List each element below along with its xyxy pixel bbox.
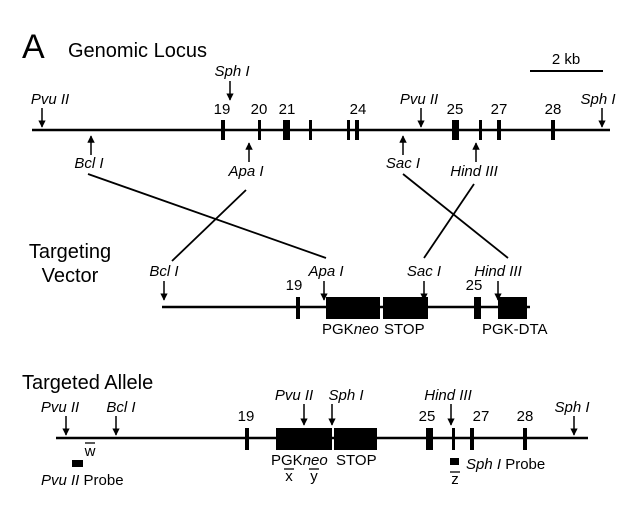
genomic-exons	[221, 120, 555, 140]
pvu-probe-block	[72, 460, 83, 467]
allele-neo-cassette	[276, 428, 332, 450]
marker-x: x	[285, 468, 293, 485]
crossover-sac-hind	[402, 173, 509, 259]
allele-exon-25-label: 25	[419, 408, 436, 425]
site-apa-i-label: Apa I	[227, 163, 263, 180]
allele-site-hind-label: Hind III	[424, 387, 472, 404]
allele-neo-label: PGKneo	[271, 452, 328, 469]
site-sac-i-label: Sac I	[386, 155, 420, 172]
vector-neo-label: PGKneo	[322, 321, 379, 338]
exon-28-label: 28	[545, 101, 562, 118]
vector-exon-25-label: 25	[466, 277, 483, 294]
marker-z: z	[451, 471, 459, 488]
exon-25-label: 25	[447, 101, 464, 118]
site-pvu-ii-2-label: Pvu II	[400, 91, 438, 108]
vector-title-line1: Targeting	[29, 241, 111, 263]
sph-probe-block	[450, 458, 459, 465]
site-pvu-ii-1-label: Pvu II	[31, 91, 69, 108]
site-sph-i-2-label: Sph I	[580, 91, 615, 108]
allele-stop-label: STOP	[336, 452, 377, 469]
allele-site-bcl-label: Bcl I	[106, 399, 135, 416]
allele-site-pvu-ii-2-label: Pvu II	[275, 387, 313, 404]
recombination-lines	[87, 173, 509, 262]
exon-21	[283, 120, 290, 140]
vector-stop-cassette	[383, 297, 428, 319]
exon-23	[347, 120, 350, 140]
exon-27-label: 27	[491, 101, 508, 118]
vector-title-line2: Vector	[42, 265, 99, 287]
exon-24-label: 24	[350, 101, 367, 118]
exon-28	[551, 120, 555, 140]
vector-site-sac-label: Sac I	[407, 263, 441, 280]
site-sph-i-1-label: Sph I	[214, 63, 249, 80]
allele-stop-cassette	[334, 428, 377, 450]
crossover-apa-bcl	[171, 189, 247, 262]
crossover-bcl-apa	[87, 173, 327, 259]
site-bcl-i-label: Bcl I	[74, 155, 103, 172]
exon-25	[452, 120, 459, 140]
vector-exon-19	[296, 297, 300, 319]
exon-26	[479, 120, 482, 140]
vector-site-hind-label: Hind III	[474, 263, 522, 280]
scale-bar-label: 2 kb	[552, 51, 580, 68]
vector-stop-label: STOP	[384, 321, 425, 338]
vector-site-bcl-label: Bcl I	[149, 263, 178, 280]
exon-19-label: 19	[214, 101, 231, 118]
genomic-title: Genomic Locus	[68, 40, 207, 62]
exon-20-label: 20	[251, 101, 268, 118]
exon-27	[497, 120, 501, 140]
vector-exon-25	[474, 297, 481, 319]
allele-site-pvu-ii-1-label: Pvu II	[41, 399, 79, 416]
allele-site-sph-i-1-label: Sph I	[328, 387, 363, 404]
allele-exon-25	[426, 428, 433, 450]
exon-19	[221, 120, 225, 140]
exon-21-label: 21	[279, 101, 296, 118]
exon-24	[355, 120, 359, 140]
exon-22	[309, 120, 312, 140]
allele-site-sph-i-2-label: Sph I	[554, 399, 589, 416]
vector-site-apa-label: Apa I	[307, 263, 343, 280]
allele-exon-27	[470, 428, 474, 450]
exon-20	[258, 120, 261, 140]
crossover-hind-sac	[423, 183, 475, 259]
allele-title: Targeted Allele	[22, 372, 153, 394]
allele-exon-19-label: 19	[238, 408, 255, 425]
panel-letter: A	[22, 28, 45, 66]
site-hind-iii-label: Hind III	[450, 163, 498, 180]
vector-dta-label: PGK-DTA	[482, 321, 548, 338]
allele-exon-28	[523, 428, 527, 450]
allele-exon-19	[245, 428, 249, 450]
vector-exon-19-label: 19	[286, 277, 303, 294]
vector-neo-cassette	[326, 297, 380, 319]
marker-w: w	[84, 443, 96, 460]
allele-exon-27-label: 27	[473, 408, 490, 425]
pvu-probe-label: Pvu II Probe	[41, 472, 124, 489]
allele-exon-26	[452, 428, 455, 450]
allele-exon-28-label: 28	[517, 408, 534, 425]
marker-y: y	[310, 468, 318, 485]
vector-dta-cassette	[498, 297, 527, 319]
sph-probe-label: Sph I Probe	[466, 456, 545, 473]
